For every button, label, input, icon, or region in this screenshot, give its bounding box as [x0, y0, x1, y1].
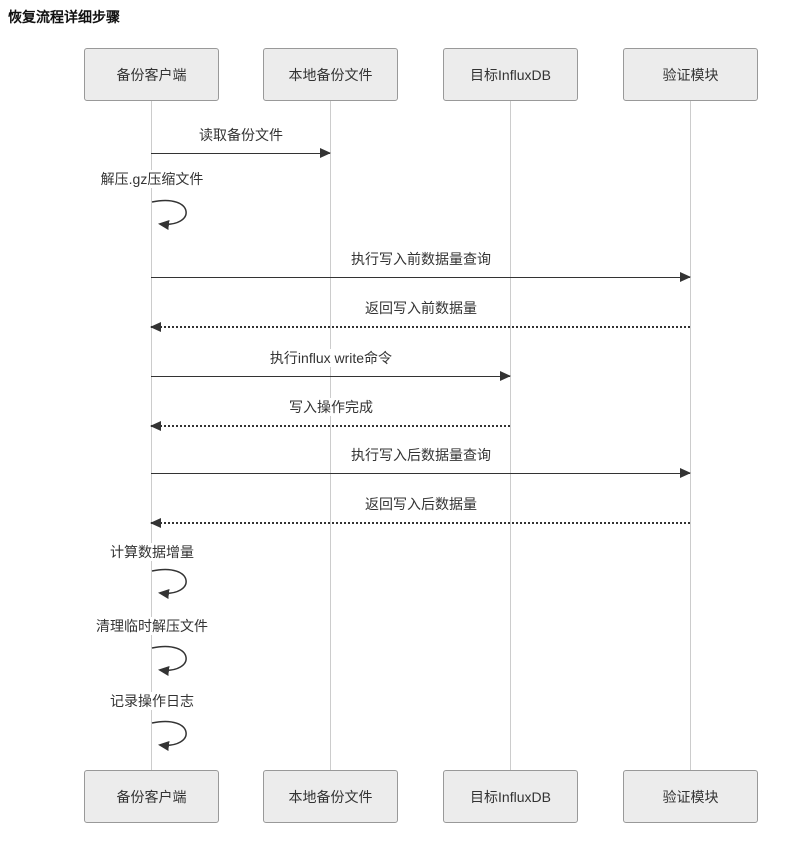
arrow-write-complete — [150, 421, 510, 431]
actor-top-local-backup-file: 本地备份文件 — [263, 48, 398, 101]
self-loop-decompress-gz — [151, 199, 187, 230]
arrow-query-pre-write-count — [151, 272, 691, 282]
message-label-compute-data-delta: 计算数据增量 — [108, 543, 196, 561]
arrow-query-post-write-count — [151, 468, 691, 478]
actor-bottom-verification-module: 验证模块 — [623, 770, 758, 823]
arrow-read-backup-file — [151, 148, 331, 158]
message-label-cleanup-temp-files: 清理临时解压文件 — [94, 617, 210, 635]
self-loop-cleanup-temp-files — [151, 645, 187, 676]
actor-bottom-target-influxdb: 目标InfluxDB — [443, 770, 578, 823]
diagram-title: 恢复流程详细步骤 — [8, 9, 120, 25]
lifeline-verification-module — [690, 101, 691, 770]
actor-top-backup-client: 备份客户端 — [84, 48, 219, 101]
message-label-query-post-write-count: 执行写入后数据量查询 — [349, 446, 493, 464]
actor-bottom-local-backup-file: 本地备份文件 — [263, 770, 398, 823]
arrow-return-pre-write-count — [150, 322, 690, 332]
actor-top-verification-module: 验证模块 — [623, 48, 758, 101]
message-label-return-pre-write-count: 返回写入前数据量 — [363, 299, 479, 317]
actor-bottom-backup-client: 备份客户端 — [84, 770, 219, 823]
arrow-influx-write-command — [151, 371, 511, 381]
message-label-log-operation: 记录操作日志 — [108, 692, 196, 710]
message-label-decompress-gz: 解压.gz压缩文件 — [98, 170, 206, 188]
message-label-read-backup-file: 读取备份文件 — [197, 126, 285, 144]
arrow-return-post-write-count — [150, 518, 690, 528]
actor-top-target-influxdb: 目标InfluxDB — [443, 48, 578, 101]
message-label-return-post-write-count: 返回写入后数据量 — [363, 495, 479, 513]
lifeline-backup-client — [151, 101, 152, 770]
lifeline-target-influxdb — [510, 101, 511, 770]
self-loop-log-operation — [151, 720, 187, 751]
lifeline-local-backup-file — [330, 101, 331, 770]
message-label-write-complete: 写入操作完成 — [287, 398, 375, 416]
message-label-query-pre-write-count: 执行写入前数据量查询 — [349, 250, 493, 268]
message-label-influx-write-command: 执行influx write命令 — [267, 349, 395, 367]
self-loop-compute-data-delta — [151, 568, 187, 599]
